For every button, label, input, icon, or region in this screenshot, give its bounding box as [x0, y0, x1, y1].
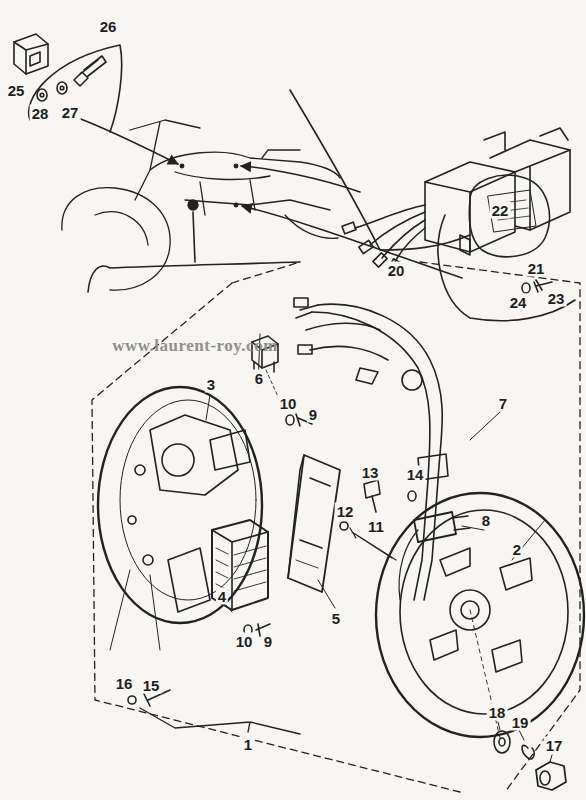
callout-number: 15 — [141, 677, 162, 694]
pointer-arrows — [29, 45, 575, 321]
pulser-coil — [288, 455, 340, 592]
callout-number: 6 — [253, 370, 265, 387]
wire-harness — [294, 298, 470, 600]
callout-number: 11 — [366, 518, 386, 535]
horn-part — [460, 175, 552, 293]
callout-number: 9 — [307, 406, 319, 423]
watermark: www.laurent-roy.com — [110, 336, 280, 355]
callout-number: 20 — [386, 262, 407, 279]
callout-number: 12 — [335, 503, 356, 520]
callout-number: 25 — [6, 82, 27, 99]
callout-number: 22 — [490, 202, 511, 219]
callout-number: 1 — [242, 736, 254, 753]
callout-number: 26 — [98, 18, 119, 35]
callout-number: 8 — [480, 512, 492, 529]
callout-number: 10 — [234, 633, 255, 650]
assembly-bracket — [140, 708, 300, 734]
flywheel-rotor — [376, 493, 584, 738]
fasteners — [128, 480, 416, 706]
assembly-boundary — [92, 262, 580, 792]
stator-plate — [98, 387, 262, 650]
callout-number: 5 — [330, 610, 342, 627]
callout-number: 28 — [30, 105, 51, 122]
callout-number: 10 — [278, 395, 299, 412]
callout-number: 17 — [544, 737, 565, 754]
callout-number: 7 — [497, 395, 509, 412]
leader-lines — [206, 334, 552, 762]
callout-number: 16 — [114, 675, 135, 692]
callout-number: 14 — [405, 466, 426, 483]
callout-number: 9 — [262, 633, 274, 650]
callout-number: 13 — [360, 464, 381, 481]
callout-number: 27 — [60, 104, 81, 121]
callout-number: 2 — [511, 541, 523, 558]
rotor-hardware — [494, 731, 566, 790]
callout-number: 24 — [508, 294, 529, 311]
callout-number: 4 — [216, 588, 228, 605]
charge-coil — [212, 520, 270, 636]
callout-number: 3 — [205, 376, 217, 393]
callout-number: 21 — [526, 260, 547, 277]
cdi-unit — [342, 128, 570, 273]
regulator-part — [14, 34, 106, 101]
callout-number: 23 — [546, 290, 567, 307]
callout-number: 18 — [487, 704, 508, 721]
callout-number: 19 — [510, 714, 531, 731]
